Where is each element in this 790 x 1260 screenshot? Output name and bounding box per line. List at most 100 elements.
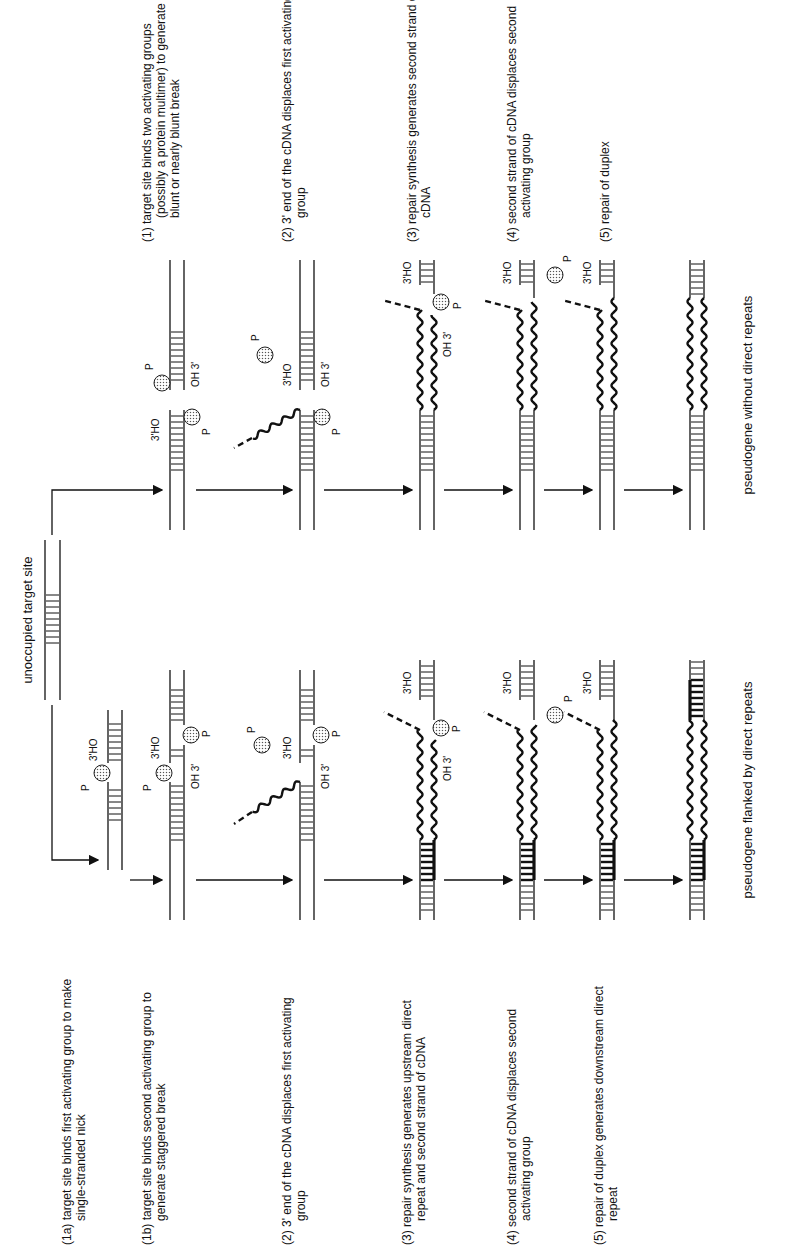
strand-end-label: P — [562, 254, 574, 263]
base-pair — [521, 855, 533, 857]
base-pair — [521, 861, 533, 863]
activating-group — [184, 409, 200, 425]
cdna-strand — [253, 409, 300, 439]
base-pair — [421, 684, 433, 685]
base-pair — [421, 428, 433, 429]
base-pair — [521, 867, 533, 869]
dna-strand — [299, 670, 300, 763]
base-pair — [521, 678, 533, 679]
dna-strand — [169, 260, 170, 390]
base-pair — [421, 867, 433, 869]
base-pair — [601, 416, 613, 417]
step-arrow — [624, 489, 682, 490]
base-pair — [691, 264, 703, 265]
site-heading: unoccupied target site — [20, 500, 35, 740]
base-pair — [421, 879, 433, 881]
base-pair — [301, 708, 313, 709]
cdna-strand — [518, 310, 523, 410]
base-pair — [601, 458, 613, 459]
cdna-strand — [598, 730, 603, 840]
base-pair — [171, 702, 183, 703]
dna-strand — [299, 260, 300, 390]
dna-strand — [599, 840, 600, 920]
base-pair — [171, 440, 183, 441]
base-pair — [521, 428, 533, 429]
base-pair — [521, 416, 533, 417]
base-pair — [691, 446, 703, 447]
base-pair — [109, 790, 121, 791]
base-pair — [601, 861, 613, 863]
base-pair — [171, 708, 183, 709]
dna-strand — [533, 880, 534, 920]
base-pair — [421, 282, 433, 283]
activating-group — [547, 707, 563, 723]
base-pair — [691, 470, 703, 471]
base-pair — [46, 631, 59, 632]
step-caption: (5) repair of duplex — [598, 0, 612, 242]
activating-group — [183, 727, 199, 743]
base-pair — [691, 428, 703, 429]
strand-end-label: OH 3' — [190, 361, 202, 388]
base-pair — [301, 416, 313, 417]
dna-strand — [419, 260, 420, 285]
cdna-strand — [612, 720, 617, 840]
base-pair — [301, 786, 313, 787]
base-pair — [691, 873, 703, 875]
base-pair — [46, 595, 59, 596]
cdna-end — [564, 712, 600, 730]
base-pair — [171, 840, 183, 841]
activating-group — [313, 727, 329, 743]
dna-strand — [313, 410, 314, 530]
base-pair — [691, 276, 703, 277]
activating-group — [433, 720, 449, 736]
dna-strand — [419, 660, 420, 700]
base-pair — [691, 288, 703, 289]
base-pair — [691, 849, 703, 851]
base-pair — [691, 691, 703, 693]
strand-end-label: 3'HO — [502, 671, 514, 695]
dna-strand — [169, 410, 170, 530]
step-arrow — [444, 489, 512, 490]
base-pair — [601, 843, 613, 845]
base-pair — [421, 422, 433, 423]
base-pair — [601, 910, 613, 911]
dna-strand — [599, 410, 600, 530]
base-pair — [171, 804, 183, 805]
base-pair — [421, 873, 433, 875]
base-pair — [521, 666, 533, 667]
base-pair — [171, 332, 183, 333]
step-caption: (1b) target site binds second activating… — [140, 971, 168, 1245]
base-pair — [109, 802, 121, 803]
base-pair — [421, 898, 433, 899]
activating-group — [433, 294, 449, 310]
base-pair — [601, 886, 613, 887]
base-pair — [691, 685, 703, 687]
base-pair — [301, 834, 313, 835]
base-pair — [301, 350, 313, 351]
base-pair — [421, 434, 433, 435]
base-pair — [301, 434, 313, 435]
cdna-strand — [688, 720, 693, 840]
strand-end-label: OH 3' — [442, 755, 454, 782]
strand-end-label: 3'HO — [402, 261, 414, 285]
base-pair — [109, 742, 121, 743]
base-pair — [301, 374, 313, 375]
base-pair — [421, 849, 433, 851]
dna-strand — [533, 410, 534, 530]
step-caption: (5) repair of duplex generates downstrea… — [592, 971, 620, 1245]
base-pair — [691, 703, 703, 705]
strand-end-label: 3'HO — [282, 363, 294, 387]
base-pair — [521, 672, 533, 673]
base-pair — [421, 440, 433, 441]
base-pair — [421, 464, 433, 465]
base-pair — [301, 428, 313, 429]
cdna-strand — [702, 298, 707, 410]
base-pair — [171, 714, 183, 715]
base-pair — [109, 796, 121, 797]
base-pair — [691, 668, 703, 669]
base-pair — [421, 910, 433, 911]
base-pair — [46, 625, 59, 626]
base-pair — [46, 643, 59, 644]
step-arrow — [544, 879, 592, 880]
result-caption: pseudogene flanked by direct repeats — [740, 655, 755, 925]
